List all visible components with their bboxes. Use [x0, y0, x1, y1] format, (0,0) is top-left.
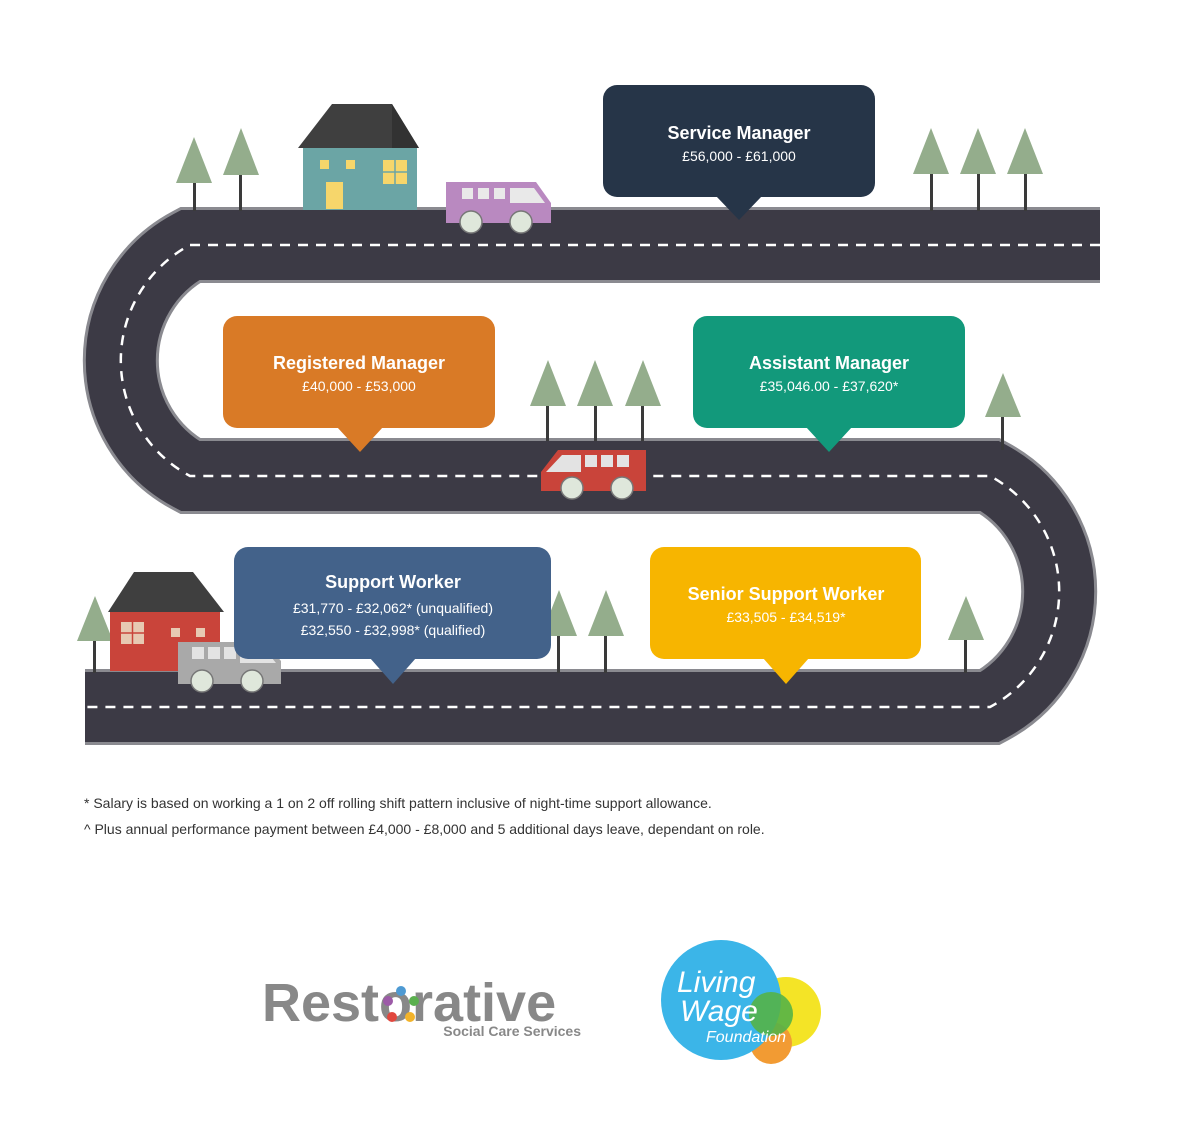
role-title: Senior Support Worker: [688, 584, 885, 604]
tree-icon: [913, 128, 949, 211]
callout-service-manager: Service Manager £56,000 - £61,000: [603, 85, 875, 220]
callout-assistant-manager: Assistant Manager £35,046.00 - £37,620*: [693, 316, 965, 452]
tree-icon: [948, 596, 984, 673]
callout-support-worker: Support Worker £31,770 - £32,062* (unqua…: [234, 547, 551, 684]
role-salary: £56,000 - £61,000: [682, 148, 796, 164]
tree-icon: [1007, 128, 1043, 211]
role-title: Support Worker: [325, 572, 461, 592]
tree-icon: [176, 137, 212, 211]
callout-registered-manager: Registered Manager £40,000 - £53,000: [223, 316, 495, 452]
role-salary: £33,505 - £34,519*: [726, 609, 846, 625]
role-title: Service Manager: [667, 123, 810, 143]
restorative-logo-tagline: Social Care Services: [443, 1023, 581, 1039]
restorative-logo-name: Restorative: [262, 973, 556, 1033]
house-icon-blue: [298, 104, 419, 210]
role-salary: £31,770 - £32,062* (unqualified): [293, 600, 493, 616]
role-salary: £32,550 - £32,998* (qualified): [301, 622, 485, 638]
living-wage-line2: Wage: [680, 995, 758, 1028]
footnote-performance: ^ Plus annual performance payment betwee…: [84, 821, 765, 837]
living-wage-line3: Foundation: [706, 1029, 786, 1046]
role-salary: £40,000 - £53,000: [302, 378, 416, 394]
footnote-salary: * Salary is based on working a 1 on 2 of…: [84, 795, 712, 811]
tree-icon: [77, 596, 113, 673]
van-icon-purple: [446, 182, 551, 234]
restorative-logo: Restorative Social Care Services: [262, 973, 581, 1039]
living-wage-line1: Living: [677, 966, 756, 999]
living-wage-foundation-logo: Living Wage Foundation: [661, 940, 821, 1064]
tree-icon: [625, 360, 661, 441]
trees: [77, 128, 1043, 673]
tree-icon: [530, 360, 566, 441]
tree-icon: [960, 128, 996, 211]
callout-senior-support-worker: Senior Support Worker £33,505 - £34,519*: [650, 547, 921, 684]
tree-icon: [577, 360, 613, 441]
role-salary: £35,046.00 - £37,620*: [760, 378, 899, 394]
tree-icon: [588, 590, 624, 673]
tree-icon: [985, 373, 1021, 450]
role-title: Registered Manager: [273, 353, 445, 373]
people-circle-icon: [383, 986, 419, 1022]
footnotes: * Salary is based on working a 1 on 2 of…: [84, 790, 765, 842]
tree-icon: [223, 128, 259, 211]
van-icon-red: [541, 450, 646, 500]
role-title: Assistant Manager: [749, 353, 909, 373]
